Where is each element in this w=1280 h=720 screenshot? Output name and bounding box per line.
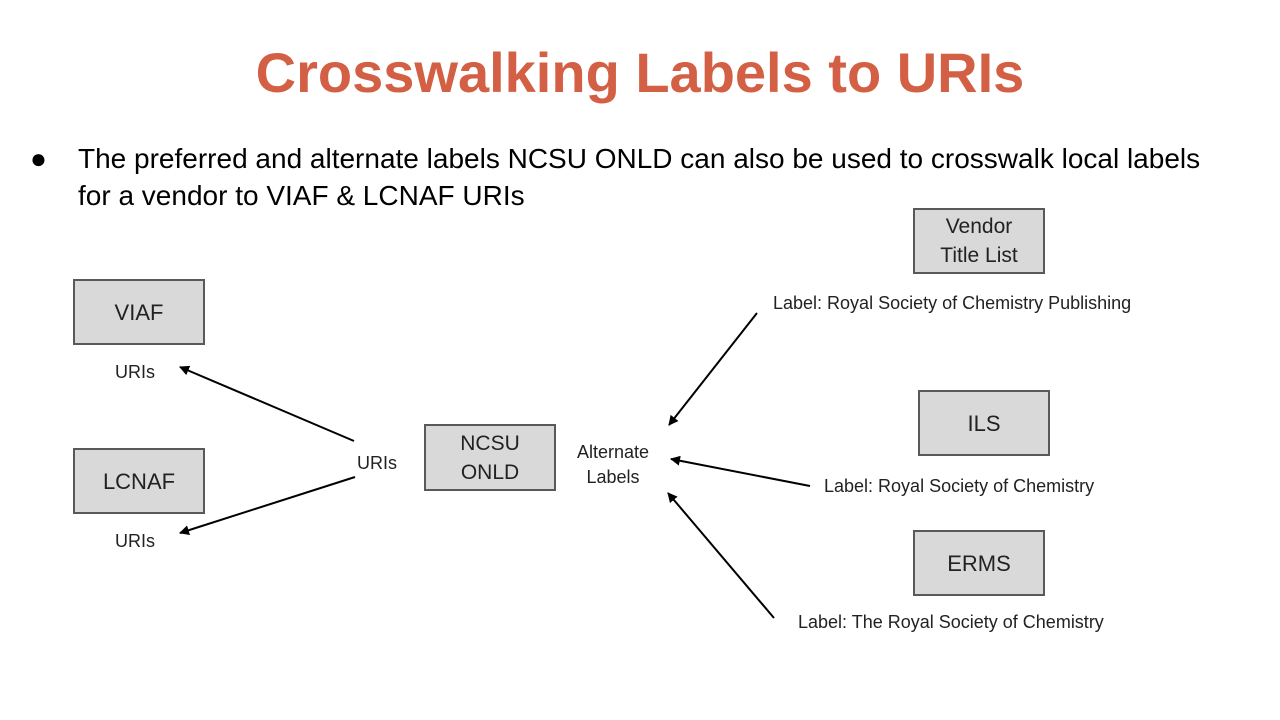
bullet-dot-icon: ● xyxy=(30,143,47,174)
ils-label-text: Label: Royal Society of Chemistry xyxy=(824,476,1095,496)
alternate-line1: Alternate xyxy=(576,442,650,462)
bullet-point: ● The preferred and alternate labels NCS… xyxy=(30,140,1230,214)
viaf-uris-label: URIs xyxy=(115,362,155,382)
vendor-label-line2: Title List xyxy=(940,244,1018,267)
ncsu-label-line1: NCSU xyxy=(460,431,520,455)
ncsu-uris-label: URIs xyxy=(357,453,397,473)
arrow-ncsu-to-lcnaf xyxy=(179,476,356,536)
viaf-box: VIAF xyxy=(73,279,205,345)
slide-title: Crosswalking Labels to URIs xyxy=(255,41,1025,104)
arrow-ncsu-to-viaf xyxy=(179,365,355,442)
lcnaf-uris-label: URIs xyxy=(115,531,155,551)
alternate-labels-label: Alternate Labels xyxy=(560,440,666,490)
arrow-ils-to-alternate xyxy=(670,455,811,487)
ils-label: ILS xyxy=(967,410,1001,436)
arrow-erms-to-alternate xyxy=(667,492,775,619)
erms-box: ERMS xyxy=(913,530,1045,596)
lcnaf-box: LCNAF xyxy=(73,448,205,514)
vendor-title-list-box: Vendor Title List xyxy=(913,208,1045,274)
ncsu-onld-box: NCSU ONLD xyxy=(424,424,556,491)
erms-label: ERMS xyxy=(947,550,1011,576)
alternate-line2: Labels xyxy=(586,467,640,487)
lcnaf-label: LCNAF xyxy=(102,468,176,494)
vendor-label-line1: Vendor xyxy=(945,215,1013,238)
ils-box: ILS xyxy=(918,390,1050,456)
erms-label-text: Label: The Royal Society of Chemistry xyxy=(798,612,1104,632)
ncsu-label-line2: ONLD xyxy=(460,460,520,484)
vendor-label-text: Label: Royal Society of Chemistry Publis… xyxy=(773,293,1132,313)
arrow-vendor-to-alternate xyxy=(668,312,758,426)
viaf-label: VIAF xyxy=(114,299,164,325)
bullet-text: The preferred and alternate labels NCSU … xyxy=(78,143,1201,211)
